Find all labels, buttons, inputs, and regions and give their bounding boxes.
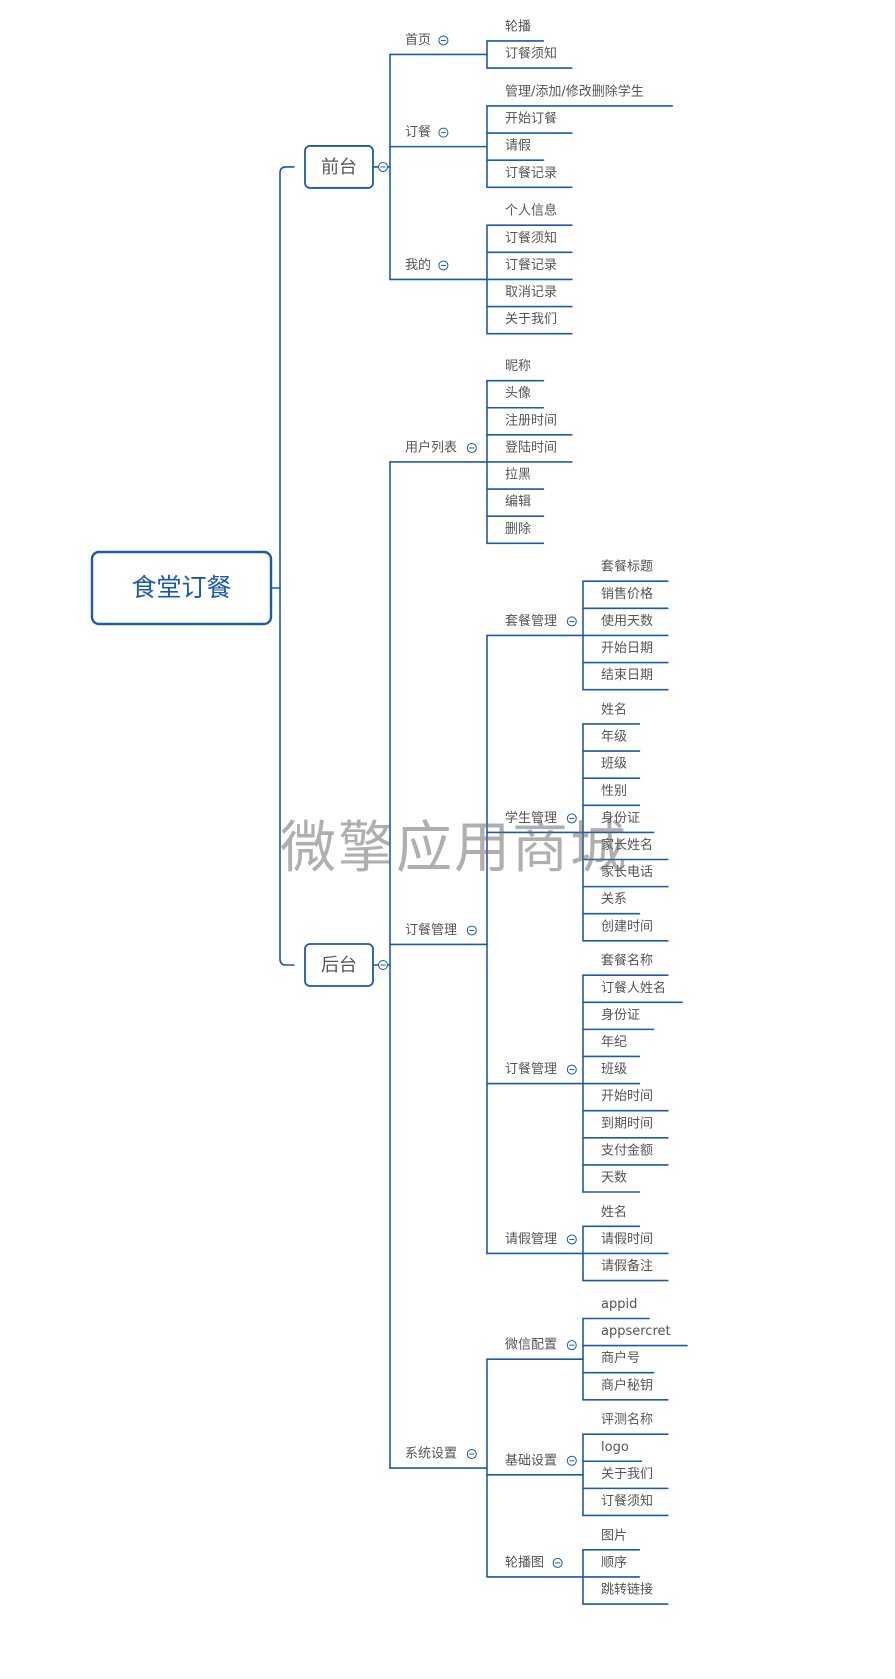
root-node-label: 食堂订餐 xyxy=(131,573,231,602)
subnode-label: 学生管理 xyxy=(505,810,557,826)
leaf-label: logo xyxy=(601,1440,629,1455)
subnode-label: 轮播图 xyxy=(505,1555,544,1570)
branch-label-1: 前台 xyxy=(321,157,357,178)
leaf-label: 订餐须知 xyxy=(505,46,557,62)
leaf-label: 身份证 xyxy=(601,1007,640,1023)
node-label: 订餐管理 xyxy=(405,922,457,938)
leaf-label: 请假备注 xyxy=(601,1258,653,1274)
node-label: 用户列表 xyxy=(405,439,457,455)
leaf-label: 删除 xyxy=(505,522,531,537)
leaf-label: 请假时间 xyxy=(601,1232,653,1247)
leaf-label: 创建时间 xyxy=(601,919,653,934)
subnode-label: 请假管理 xyxy=(505,1232,557,1247)
leaf-label: 年级 xyxy=(601,730,627,745)
node-label: 系统设置 xyxy=(405,1447,457,1462)
leaf-label: 订餐须知 xyxy=(601,1493,653,1509)
leaf-label: 请假 xyxy=(505,139,531,154)
leaf-label: 结束日期 xyxy=(601,668,653,683)
node-label: 首页 xyxy=(405,33,431,48)
leaf-label: 关系 xyxy=(601,892,627,907)
leaf-label: 顺序 xyxy=(601,1555,627,1570)
node-label: 订餐 xyxy=(405,124,431,140)
leaf-label: 天数 xyxy=(601,1171,627,1186)
leaf-label: 姓名 xyxy=(601,1204,627,1220)
leaf-label: 关于我们 xyxy=(505,312,557,327)
leaf-label: 商户号 xyxy=(601,1350,640,1366)
leaf-label: 班级 xyxy=(601,1062,627,1077)
leaf-label: 使用天数 xyxy=(601,613,653,629)
leaf-label: 开始时间 xyxy=(601,1089,653,1104)
leaf-label: 开始日期 xyxy=(601,641,653,656)
leaf-label: 订餐记录 xyxy=(505,165,557,181)
root-node-box xyxy=(90,550,273,626)
connector-lines xyxy=(270,40,688,1605)
branch-box-1[interactable] xyxy=(304,145,374,189)
leaf-label: 编辑 xyxy=(505,495,531,510)
leaf-label: 销售价格 xyxy=(601,586,653,602)
leaf-label: 订餐人姓名 xyxy=(601,980,666,996)
node-label: 我的 xyxy=(405,257,431,273)
leaf-label: 年纪 xyxy=(601,1035,627,1050)
leaf-label: 支付金额 xyxy=(601,1142,653,1158)
leaf-label: 开始订餐 xyxy=(505,111,557,127)
leaf-label: 昵称 xyxy=(505,359,531,374)
leaf-label: 家长姓名 xyxy=(601,837,653,853)
leaf-label: 头像 xyxy=(505,386,531,401)
leaf-label: appid xyxy=(601,1297,637,1312)
leaf-label: 轮播 xyxy=(505,19,531,34)
leaf-label: 跳转链接 xyxy=(601,1582,653,1598)
leaf-label: 订餐须知 xyxy=(505,230,557,246)
leaf-label: 关于我们 xyxy=(601,1467,653,1482)
leaf-label: 个人信息 xyxy=(505,203,557,219)
branch-label-2: 后台 xyxy=(321,955,357,976)
leaf-label: 到期时间 xyxy=(601,1116,653,1131)
leaf-label: 商户秘钥 xyxy=(601,1377,653,1393)
root-trunk xyxy=(279,166,295,966)
subnode-label: 订餐管理 xyxy=(505,1061,557,1077)
mindmap-nodes: 食堂订餐 前台首页轮播订餐须知订餐管理/添加/修改删除学生开始订餐请假订餐记录我… xyxy=(90,19,671,1598)
leaf-label: 登陆时间 xyxy=(505,439,557,455)
leaf-label: 性别 xyxy=(601,784,627,799)
leaf-label: 套餐名称 xyxy=(601,953,653,969)
leaf-label: 姓名 xyxy=(601,701,627,717)
leaf-label: 拉黑 xyxy=(505,468,531,483)
branch-box-2[interactable] xyxy=(304,943,374,987)
subnode-label: 基础设置 xyxy=(505,1453,557,1468)
leaf-label: 套餐标题 xyxy=(601,559,653,575)
leaf-label: 图片 xyxy=(601,1528,627,1543)
subnode-label: 微信配置 xyxy=(505,1338,557,1353)
leaf-label: 订餐记录 xyxy=(505,257,557,273)
subnode-label: 套餐管理 xyxy=(505,613,557,629)
leaf-label: 管理/添加/修改删除学生 xyxy=(505,83,644,99)
leaf-label: 班级 xyxy=(601,757,627,772)
leaf-label: 家长电话 xyxy=(601,864,653,880)
leaf-label: 评测名称 xyxy=(601,1412,653,1428)
leaf-label: 注册时间 xyxy=(505,413,557,428)
leaf-label: 身份证 xyxy=(601,810,640,826)
leaf-label: appsercret xyxy=(601,1324,671,1339)
leaf-label: 取消记录 xyxy=(505,285,557,300)
